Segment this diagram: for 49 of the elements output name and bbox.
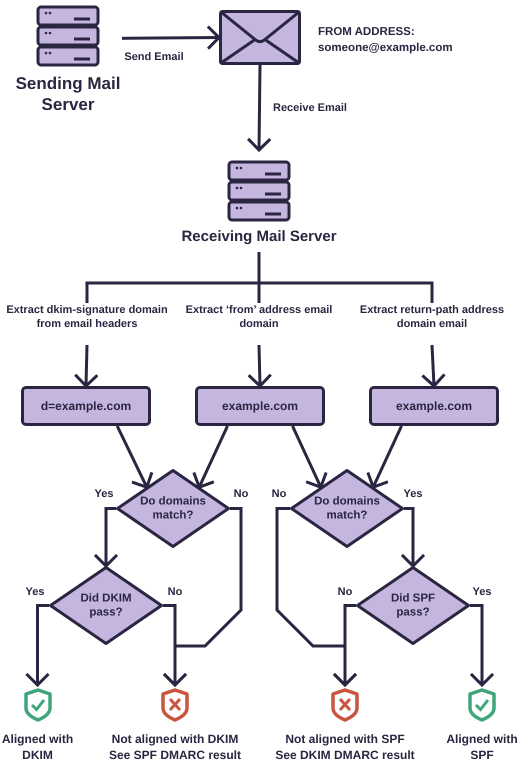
edge-label: No <box>166 586 184 598</box>
arrow <box>122 26 220 50</box>
server-label: Receiving Mail Server <box>180 228 338 247</box>
edge-label: No <box>270 488 288 500</box>
decision-label: Did SPF pass? <box>390 591 436 620</box>
arrow <box>402 507 424 568</box>
result-label: Not aligned with SPF <box>284 732 406 748</box>
decision-label: Did DKIM pass? <box>79 591 133 620</box>
edge-label: No <box>336 586 354 598</box>
step-label: Extract dkim-signature domain from email headers <box>5 303 169 332</box>
result-label: Aligned with SPF <box>445 732 519 764</box>
arrow <box>422 344 445 388</box>
process-box <box>195 386 325 426</box>
box-label: d=example.com <box>40 399 132 413</box>
edge-label: Yes <box>92 488 116 500</box>
arrow <box>248 344 272 388</box>
edge-label: Yes <box>24 586 46 598</box>
arrow <box>291 425 328 489</box>
arrow <box>366 425 403 489</box>
arrow <box>192 425 229 489</box>
arrow <box>334 604 356 686</box>
edge-label: Receive Email <box>271 102 349 114</box>
address-note: FROM ADDRESS: <box>318 25 416 40</box>
arrow <box>470 604 494 686</box>
edge-label: No <box>232 488 250 500</box>
decision-label: Do domains match? <box>313 494 381 523</box>
process-box <box>21 386 151 426</box>
result-label: See DKIM DMARC result <box>274 748 416 764</box>
arrow <box>248 64 271 152</box>
arrow <box>94 507 118 568</box>
edge-label: Yes <box>470 586 494 598</box>
box-label: example.com <box>396 399 472 413</box>
arrow <box>26 604 49 686</box>
arrow <box>116 425 153 489</box>
edge-label: Yes <box>402 488 424 500</box>
step-label: Extract return-path address domain email <box>358 303 506 332</box>
server-label: Sending Mail Server <box>14 73 122 116</box>
box-label: example.com <box>222 399 298 413</box>
decision-label: Do domains match? <box>139 494 207 523</box>
edge-label: Send Email <box>122 51 186 63</box>
address-note: someone@example.com <box>318 41 453 56</box>
result-label: See SPF DMARC result <box>108 748 242 764</box>
step-label: Extract ‘from’ address email domain <box>184 303 334 332</box>
result-label: Aligned with DKIM <box>0 732 74 764</box>
arrow <box>163 604 186 686</box>
connector-line <box>258 252 434 303</box>
result-label: Not aligned with DKIM <box>110 732 240 748</box>
process-box <box>369 386 499 426</box>
arrow <box>74 344 98 388</box>
